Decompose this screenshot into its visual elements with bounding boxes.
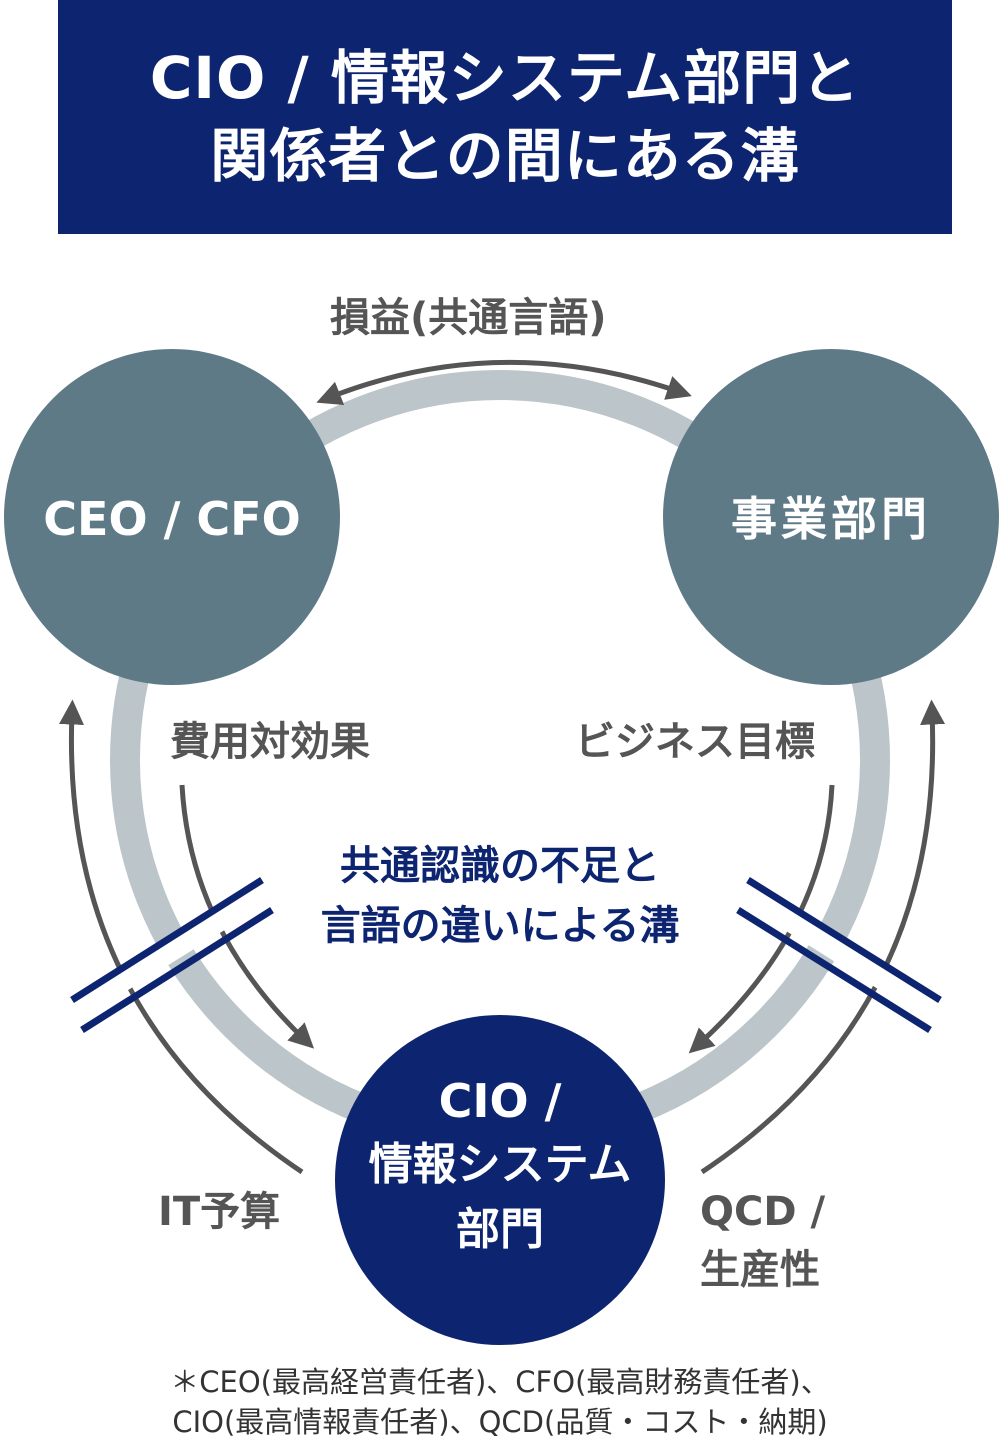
title-banner: CIO / 情報システム部門と 関係者との間にある溝	[58, 0, 952, 234]
gap-text-2: 言語の違いによる溝	[320, 903, 680, 949]
label-it-budget: IT予算	[158, 1189, 281, 1235]
node-ceo-cfo	[4, 349, 340, 685]
node-business-unit	[663, 349, 999, 685]
footnote-line-2: CIO(最高情報責任者)、QCD(品質・コスト・納期)	[172, 1405, 828, 1439]
node-cio-label-3: 部門	[456, 1204, 544, 1255]
node-cio-it	[335, 1015, 665, 1345]
title-line-1: CIO / 情報システム部門と	[149, 44, 861, 112]
title-line-2: 関係者との間にある溝	[210, 122, 800, 190]
label-business-goals: ビジネス目標	[575, 719, 815, 765]
label-productivity: 生産性	[700, 1247, 820, 1293]
label-qcd: QCD /	[700, 1189, 826, 1235]
label-cost-effectiveness: 費用対効果	[170, 719, 370, 765]
node-cio-label-2: 情報システム	[368, 1139, 632, 1190]
node-business-unit-label: 事業部門	[731, 492, 931, 546]
label-profit-loss: 損益(共通言語)	[330, 295, 607, 341]
node-cio-label-1: CIO /	[438, 1074, 562, 1128]
gap-text-1: 共通認識の不足と	[340, 843, 660, 889]
node-ceo-cfo-label: CEO / CFO	[43, 492, 301, 546]
gap-marker-left	[66, 877, 274, 1033]
footnote-line-1: ＊CEO(最高経営責任者)、CFO(最高財務責任者)、	[170, 1365, 830, 1399]
footnote: ＊CEO(最高経営責任者)、CFO(最高財務責任者)、 CIO(最高情報責任者)…	[0, 1362, 1000, 1442]
arrow-top-bidirectional	[316, 360, 692, 406]
gap-marker-right	[736, 877, 942, 1033]
